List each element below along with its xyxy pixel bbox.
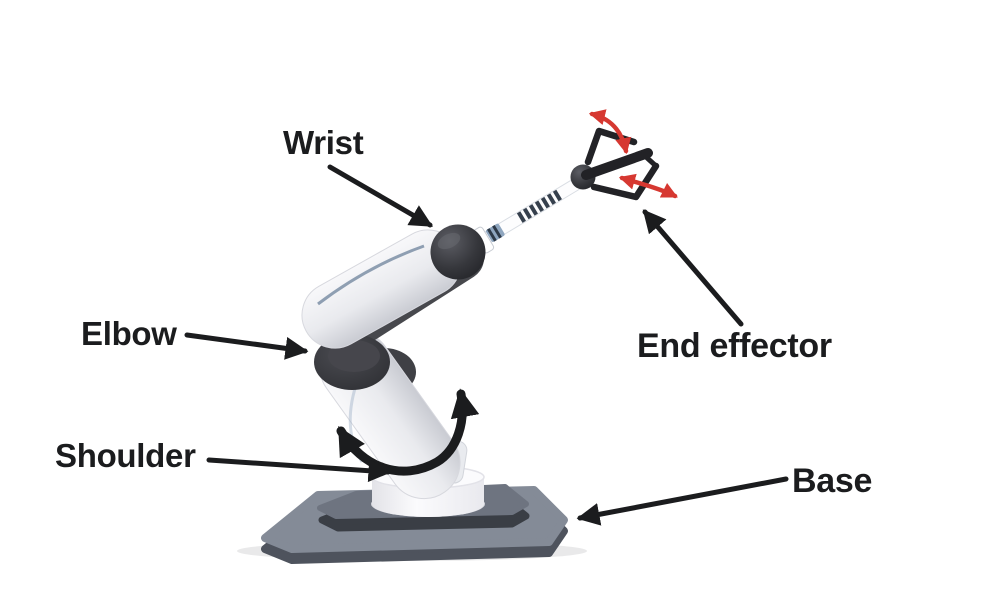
wrist-pointer-arrow <box>327 164 433 228</box>
shoulder-pointer-arrow <box>206 457 392 483</box>
label-elbow: Elbow <box>81 315 177 352</box>
end-effector-rotation-arrows <box>588 109 678 199</box>
label-end-effector: End effector <box>637 327 832 365</box>
label-wrist: Wrist <box>283 124 364 161</box>
wrist-joint <box>430 224 486 280</box>
end-effector-gripper <box>570 127 660 201</box>
label-base: Base <box>792 462 873 500</box>
label-shoulder: Shoulder <box>55 437 196 474</box>
end-effector-pointer-arrow <box>642 209 744 327</box>
elbow-pointer-arrow <box>184 332 309 360</box>
base-pointer-arrow <box>576 476 789 526</box>
shoulder-rotation-arrow <box>336 388 480 476</box>
